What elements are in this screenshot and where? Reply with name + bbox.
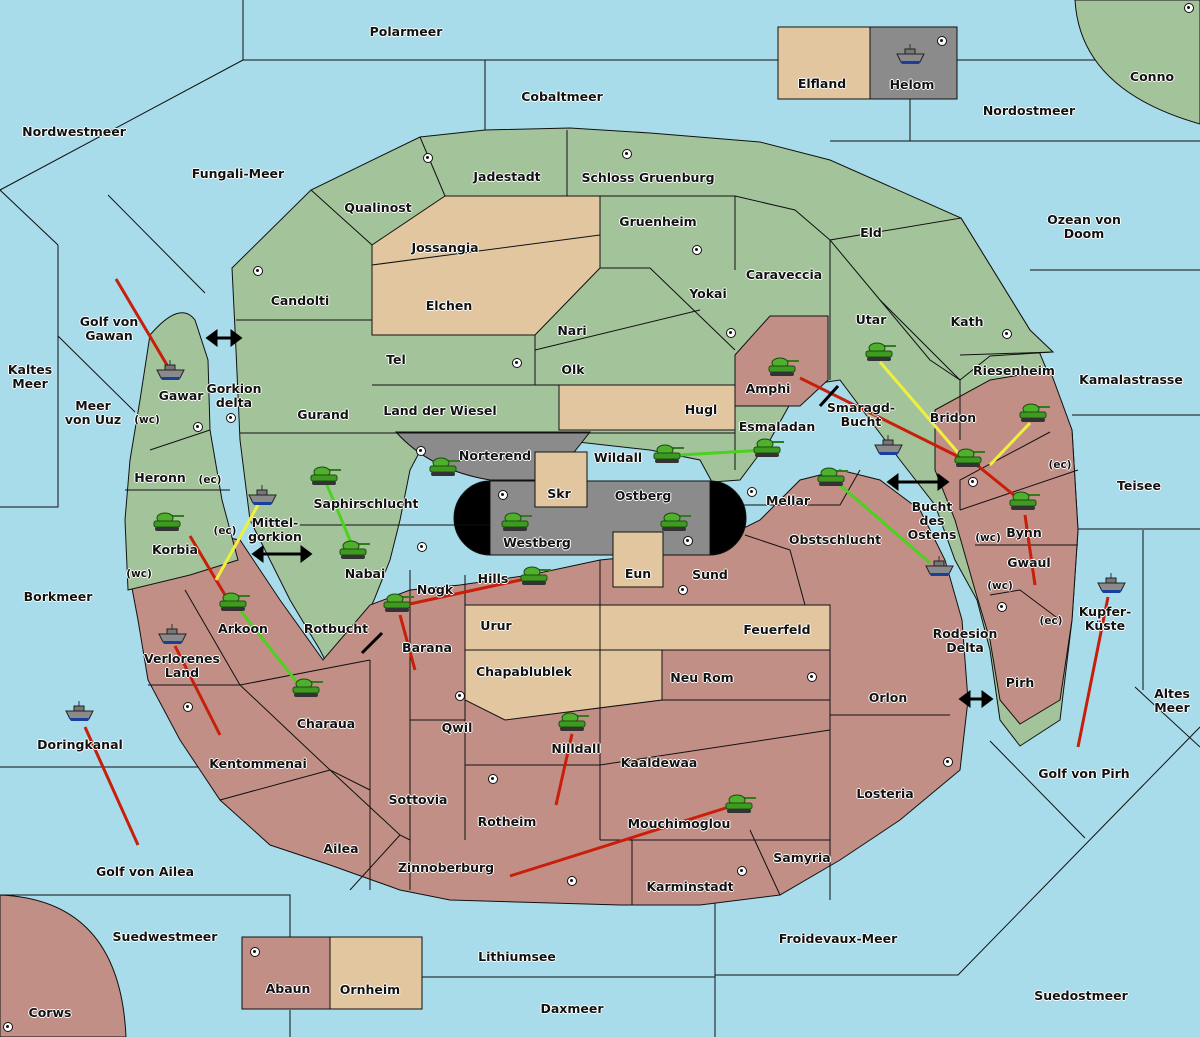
order-move <box>114 278 169 366</box>
supply-center-icon <box>3 1022 13 1032</box>
fleet-unit-icon[interactable] <box>65 700 95 726</box>
army-unit-icon[interactable] <box>500 511 536 537</box>
supply-center-icon <box>997 602 1007 612</box>
supply-center-icon <box>678 585 688 595</box>
region-conno <box>1074 0 1200 125</box>
orders <box>83 278 1110 878</box>
supply-center-icon <box>1184 3 1194 13</box>
army-unit-icon[interactable] <box>519 565 555 591</box>
region-ornheim <box>329 936 423 1010</box>
supply-center-icon <box>488 774 498 784</box>
order-support <box>878 361 962 456</box>
army-unit-icon[interactable] <box>724 793 760 819</box>
supply-center-icon <box>417 542 427 552</box>
supply-center-icon <box>183 702 193 712</box>
army-unit-icon[interactable] <box>152 511 188 537</box>
supply-center-icon <box>416 446 426 456</box>
order-move <box>188 535 230 601</box>
supply-center-icon <box>226 413 236 423</box>
order-failed <box>839 483 931 565</box>
supply-center-icon <box>937 36 947 46</box>
order-move <box>404 577 526 607</box>
supply-center-icon <box>567 876 577 886</box>
province-borders <box>125 130 1079 905</box>
supply-center-icon <box>622 149 632 159</box>
supply-center-icon <box>498 490 508 500</box>
order-move <box>1023 514 1037 586</box>
army-unit-icon[interactable] <box>218 591 254 617</box>
army-unit-icon[interactable] <box>864 341 900 367</box>
supply-center-icon <box>726 328 736 338</box>
fleet-unit-icon[interactable] <box>925 555 955 581</box>
supply-center-icon <box>250 947 260 957</box>
region-corws <box>0 894 127 1037</box>
order-move <box>977 464 1021 502</box>
fleet-unit-icon[interactable] <box>158 623 188 649</box>
region-urur-feuerfeld <box>464 604 831 651</box>
fleet-unit-icon[interactable] <box>1097 572 1127 598</box>
fleet-unit-icon[interactable] <box>896 43 926 69</box>
supply-center-icon <box>193 422 203 432</box>
army-unit-icon[interactable] <box>338 539 374 565</box>
army-unit-icon[interactable] <box>816 466 852 492</box>
order-failed <box>325 484 354 546</box>
supply-center-icon <box>943 757 953 767</box>
order-failed <box>238 609 305 691</box>
supply-center-icon <box>253 266 263 276</box>
army-unit-icon[interactable] <box>752 437 788 463</box>
order-move <box>398 614 417 671</box>
west-spur <box>124 312 239 591</box>
supply-center-icon <box>455 691 465 701</box>
supply-center-icon <box>968 477 978 487</box>
order-move <box>509 804 733 878</box>
region-skr <box>534 451 588 508</box>
order-move <box>554 733 574 806</box>
army-unit-icon[interactable] <box>652 443 688 469</box>
supply-center-icon <box>692 245 702 255</box>
army-unit-icon[interactable] <box>659 511 695 537</box>
supply-center-icon <box>807 672 817 682</box>
capsule-west-cap <box>453 480 491 556</box>
supply-center-icon <box>737 866 747 876</box>
army-unit-icon[interactable] <box>382 592 418 618</box>
order-move <box>83 726 140 846</box>
fleet-unit-icon[interactable] <box>156 359 186 385</box>
army-unit-icon[interactable] <box>1008 490 1044 516</box>
army-unit-icon[interactable] <box>1018 402 1054 428</box>
fleet-unit-icon[interactable] <box>248 484 278 510</box>
army-unit-icon[interactable] <box>557 711 593 737</box>
region-hugl <box>558 384 736 431</box>
order-failed <box>679 448 766 457</box>
supply-center-icon <box>1002 329 1012 339</box>
order-support <box>214 504 260 581</box>
order-move <box>1076 596 1110 748</box>
army-unit-icon[interactable] <box>953 447 989 473</box>
supply-center-icon <box>512 358 522 368</box>
supply-center-icon <box>683 536 693 546</box>
fleet-unit-icon[interactable] <box>874 434 904 460</box>
order-support <box>988 421 1032 467</box>
order-move <box>799 376 966 462</box>
capsule-east-cap <box>709 480 747 556</box>
supply-center-icon <box>747 487 757 497</box>
adjacency-arrows <box>205 329 994 708</box>
army-unit-icon[interactable] <box>291 677 327 703</box>
order-move <box>173 645 222 736</box>
army-unit-icon[interactable] <box>767 356 803 382</box>
region-elfland <box>777 26 871 100</box>
supply-center-icon <box>423 153 433 163</box>
army-unit-icon[interactable] <box>309 465 345 491</box>
region-eun <box>612 531 664 588</box>
army-unit-icon[interactable] <box>428 456 464 482</box>
